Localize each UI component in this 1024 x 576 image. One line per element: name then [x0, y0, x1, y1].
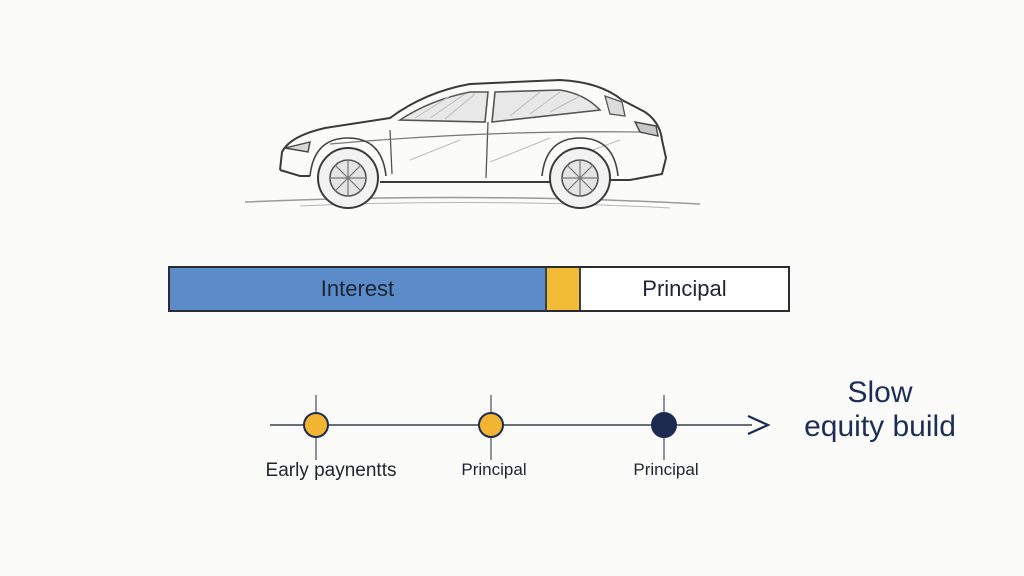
equity-note-line2: equity build — [804, 410, 956, 443]
car-sketch-illustration — [244, 78, 701, 209]
payment-timeline — [270, 395, 771, 460]
bar-segment-interest: Interest — [170, 268, 547, 310]
timeline-label-principal-2: Principal — [633, 460, 699, 479]
equity-note: Slow equity build — [780, 376, 980, 444]
interest-principal-bar: Interest Principal — [168, 266, 790, 312]
bar-segment-principal: Principal — [580, 268, 788, 310]
bar-label: Interest — [320, 276, 395, 301]
arrow-head-icon — [747, 414, 771, 436]
bar-segment-transition — [546, 268, 581, 310]
timeline-point — [303, 412, 329, 438]
timeline-label-early-payments: Early paynentts — [265, 460, 397, 481]
timeline-point — [651, 412, 677, 438]
bar-label: Principal — [642, 276, 727, 301]
equity-note-line1: Slow — [847, 376, 913, 409]
timeline-label-principal-1: Principal — [461, 460, 527, 479]
timeline-point — [478, 412, 504, 438]
